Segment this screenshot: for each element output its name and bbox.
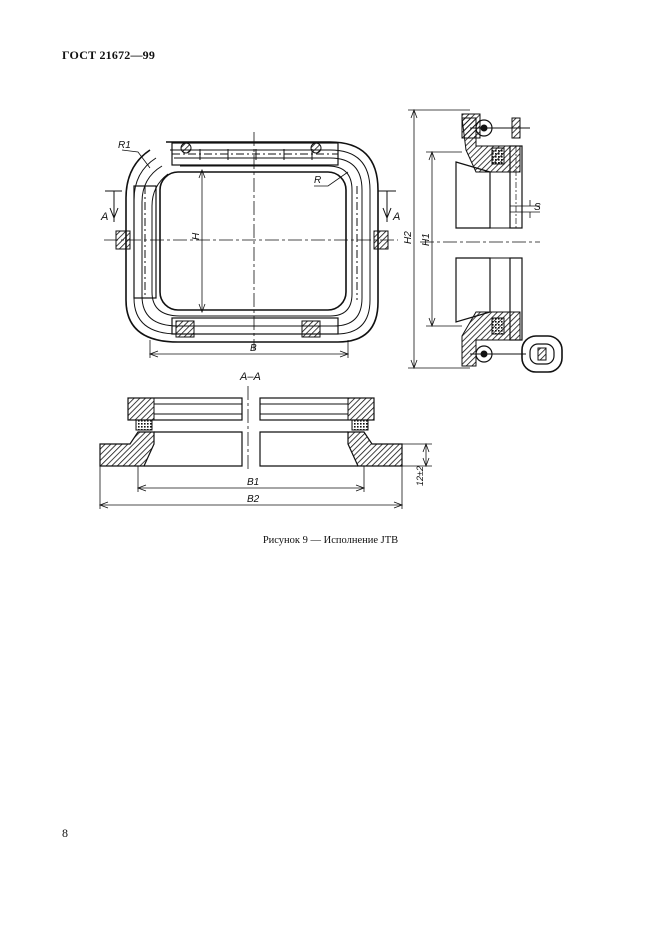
front-view (104, 132, 398, 358)
label-h2: H2 (403, 231, 414, 244)
label-h1: H1 (421, 233, 432, 246)
page-number: 8 (62, 826, 68, 840)
label-b: B (250, 343, 257, 354)
label-section-left: A (100, 211, 108, 223)
side-handle (521, 335, 563, 373)
label-height-tolerance: 12±2 (415, 466, 425, 486)
label-section-right: A (392, 211, 400, 223)
section-view (98, 386, 432, 509)
frame-outer (125, 141, 379, 343)
section-arrow-right (378, 190, 396, 222)
bottom-clamp-right (301, 320, 321, 338)
side-view (408, 108, 563, 373)
label-b1: B1 (247, 477, 259, 488)
label-b2: B2 (247, 494, 260, 505)
figure-caption: Рисунок 9 — Исполнение JTB (262, 535, 399, 546)
bottom-clamp-left (175, 320, 195, 338)
frame-mid-1 (133, 149, 371, 335)
technical-drawing: R1 R H B A A H2 H1 S A–A B1 B2 12±2 (98, 108, 563, 509)
label-r1: R1 (118, 140, 131, 151)
section-arrow-left (105, 190, 122, 222)
label-s: S (534, 202, 541, 213)
frame-inner-outline (151, 165, 353, 317)
frame-mid-2 (141, 157, 363, 327)
document-code: ГОСТ 21672—99 (62, 48, 156, 62)
label-h: H (191, 232, 202, 240)
frame-opening (159, 171, 347, 311)
label-r: R (314, 175, 321, 186)
label-section-title: A–A (239, 371, 261, 383)
top-bolt-left (180, 142, 192, 154)
top-bolt-right (310, 142, 322, 154)
